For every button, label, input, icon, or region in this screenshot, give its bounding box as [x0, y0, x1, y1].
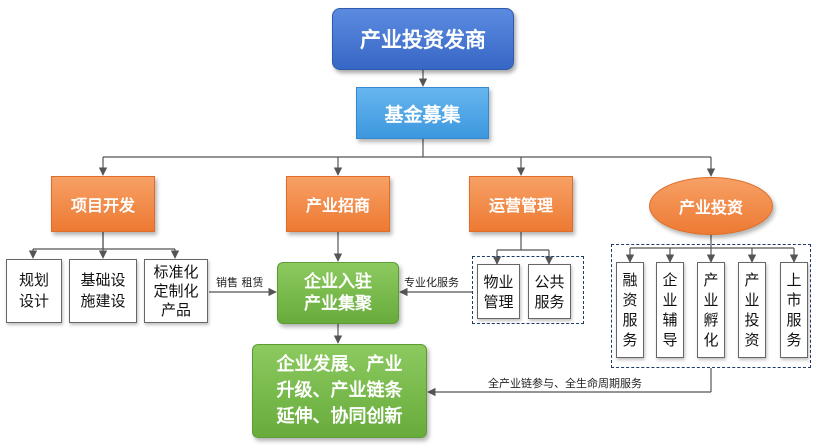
- operation-items-group: [472, 256, 584, 324]
- node-fund-raising-label: 基金募集: [384, 103, 461, 126]
- node-enterprise-development: 企业发展、产业 升级、产业链条 延伸、协同创新: [252, 344, 427, 438]
- node-industry-attraction-label: 产业招商: [305, 196, 370, 215]
- node-industry-investing: 产业投资: [738, 262, 766, 358]
- node-custom-products-label: 标准化 定制化 产品: [153, 262, 199, 319]
- node-planning-design: 规划 设计: [6, 259, 62, 323]
- node-listing-services-label: 上市服务: [786, 271, 802, 349]
- edge-label-professional-services: 专业化服务: [404, 276, 459, 289]
- node-fund-raising: 基金募集: [356, 87, 489, 139]
- node-financing-services: 融资服务: [616, 262, 644, 358]
- node-listing-services: 上市服务: [780, 262, 808, 358]
- node-planning-design-label: 规划 设计: [18, 271, 49, 310]
- node-operation-management: 运营管理: [469, 176, 573, 232]
- node-enterprise-coaching-label: 企业辅导: [662, 271, 678, 349]
- node-infrastructure-label: 基础设 施建设: [80, 271, 126, 310]
- node-industry-incubation: 产业孵化: [697, 262, 725, 358]
- edge-label-sales-rent: 销售 租赁: [216, 276, 264, 289]
- node-enterprise-settlement-label: 企业入驻 产业集聚: [304, 272, 372, 314]
- node-financing-services-label: 融资服务: [622, 271, 638, 349]
- node-public-services: 公共 服务: [528, 264, 571, 319]
- node-industry-incubation-label: 产业孵化: [703, 271, 719, 349]
- node-enterprise-development-label: 企业发展、产业 升级、产业链条 延伸、协同创新: [276, 354, 403, 427]
- node-industry-investment-label: 产业投资: [678, 198, 743, 217]
- node-enterprise-settlement: 企业入驻 产业集聚: [277, 262, 399, 324]
- node-industry-attraction: 产业招商: [286, 176, 390, 232]
- node-property-management-label: 物业 管理: [483, 272, 514, 311]
- node-operation-management-label: 运营管理: [488, 196, 553, 215]
- node-project-development-label: 项目开发: [70, 196, 135, 215]
- node-enterprise-coaching: 企业辅导: [656, 262, 684, 358]
- node-custom-products: 标准化 定制化 产品: [144, 259, 208, 323]
- edge-label-full-chain: 全产业链参与、全生命周期服务: [488, 377, 642, 390]
- node-infrastructure: 基础设 施建设: [69, 259, 137, 323]
- node-project-development: 项目开发: [51, 176, 155, 232]
- node-property-management: 物业 管理: [477, 264, 520, 319]
- investment-items-group: [611, 244, 811, 368]
- node-industry-investor: 产业投资发商: [332, 8, 514, 70]
- node-public-services-label: 公共 服务: [534, 272, 565, 311]
- node-industry-investor-label: 产业投资发商: [360, 28, 486, 52]
- node-industry-investment: 产业投资: [649, 177, 773, 235]
- node-industry-investing-label: 产业投资: [744, 271, 760, 349]
